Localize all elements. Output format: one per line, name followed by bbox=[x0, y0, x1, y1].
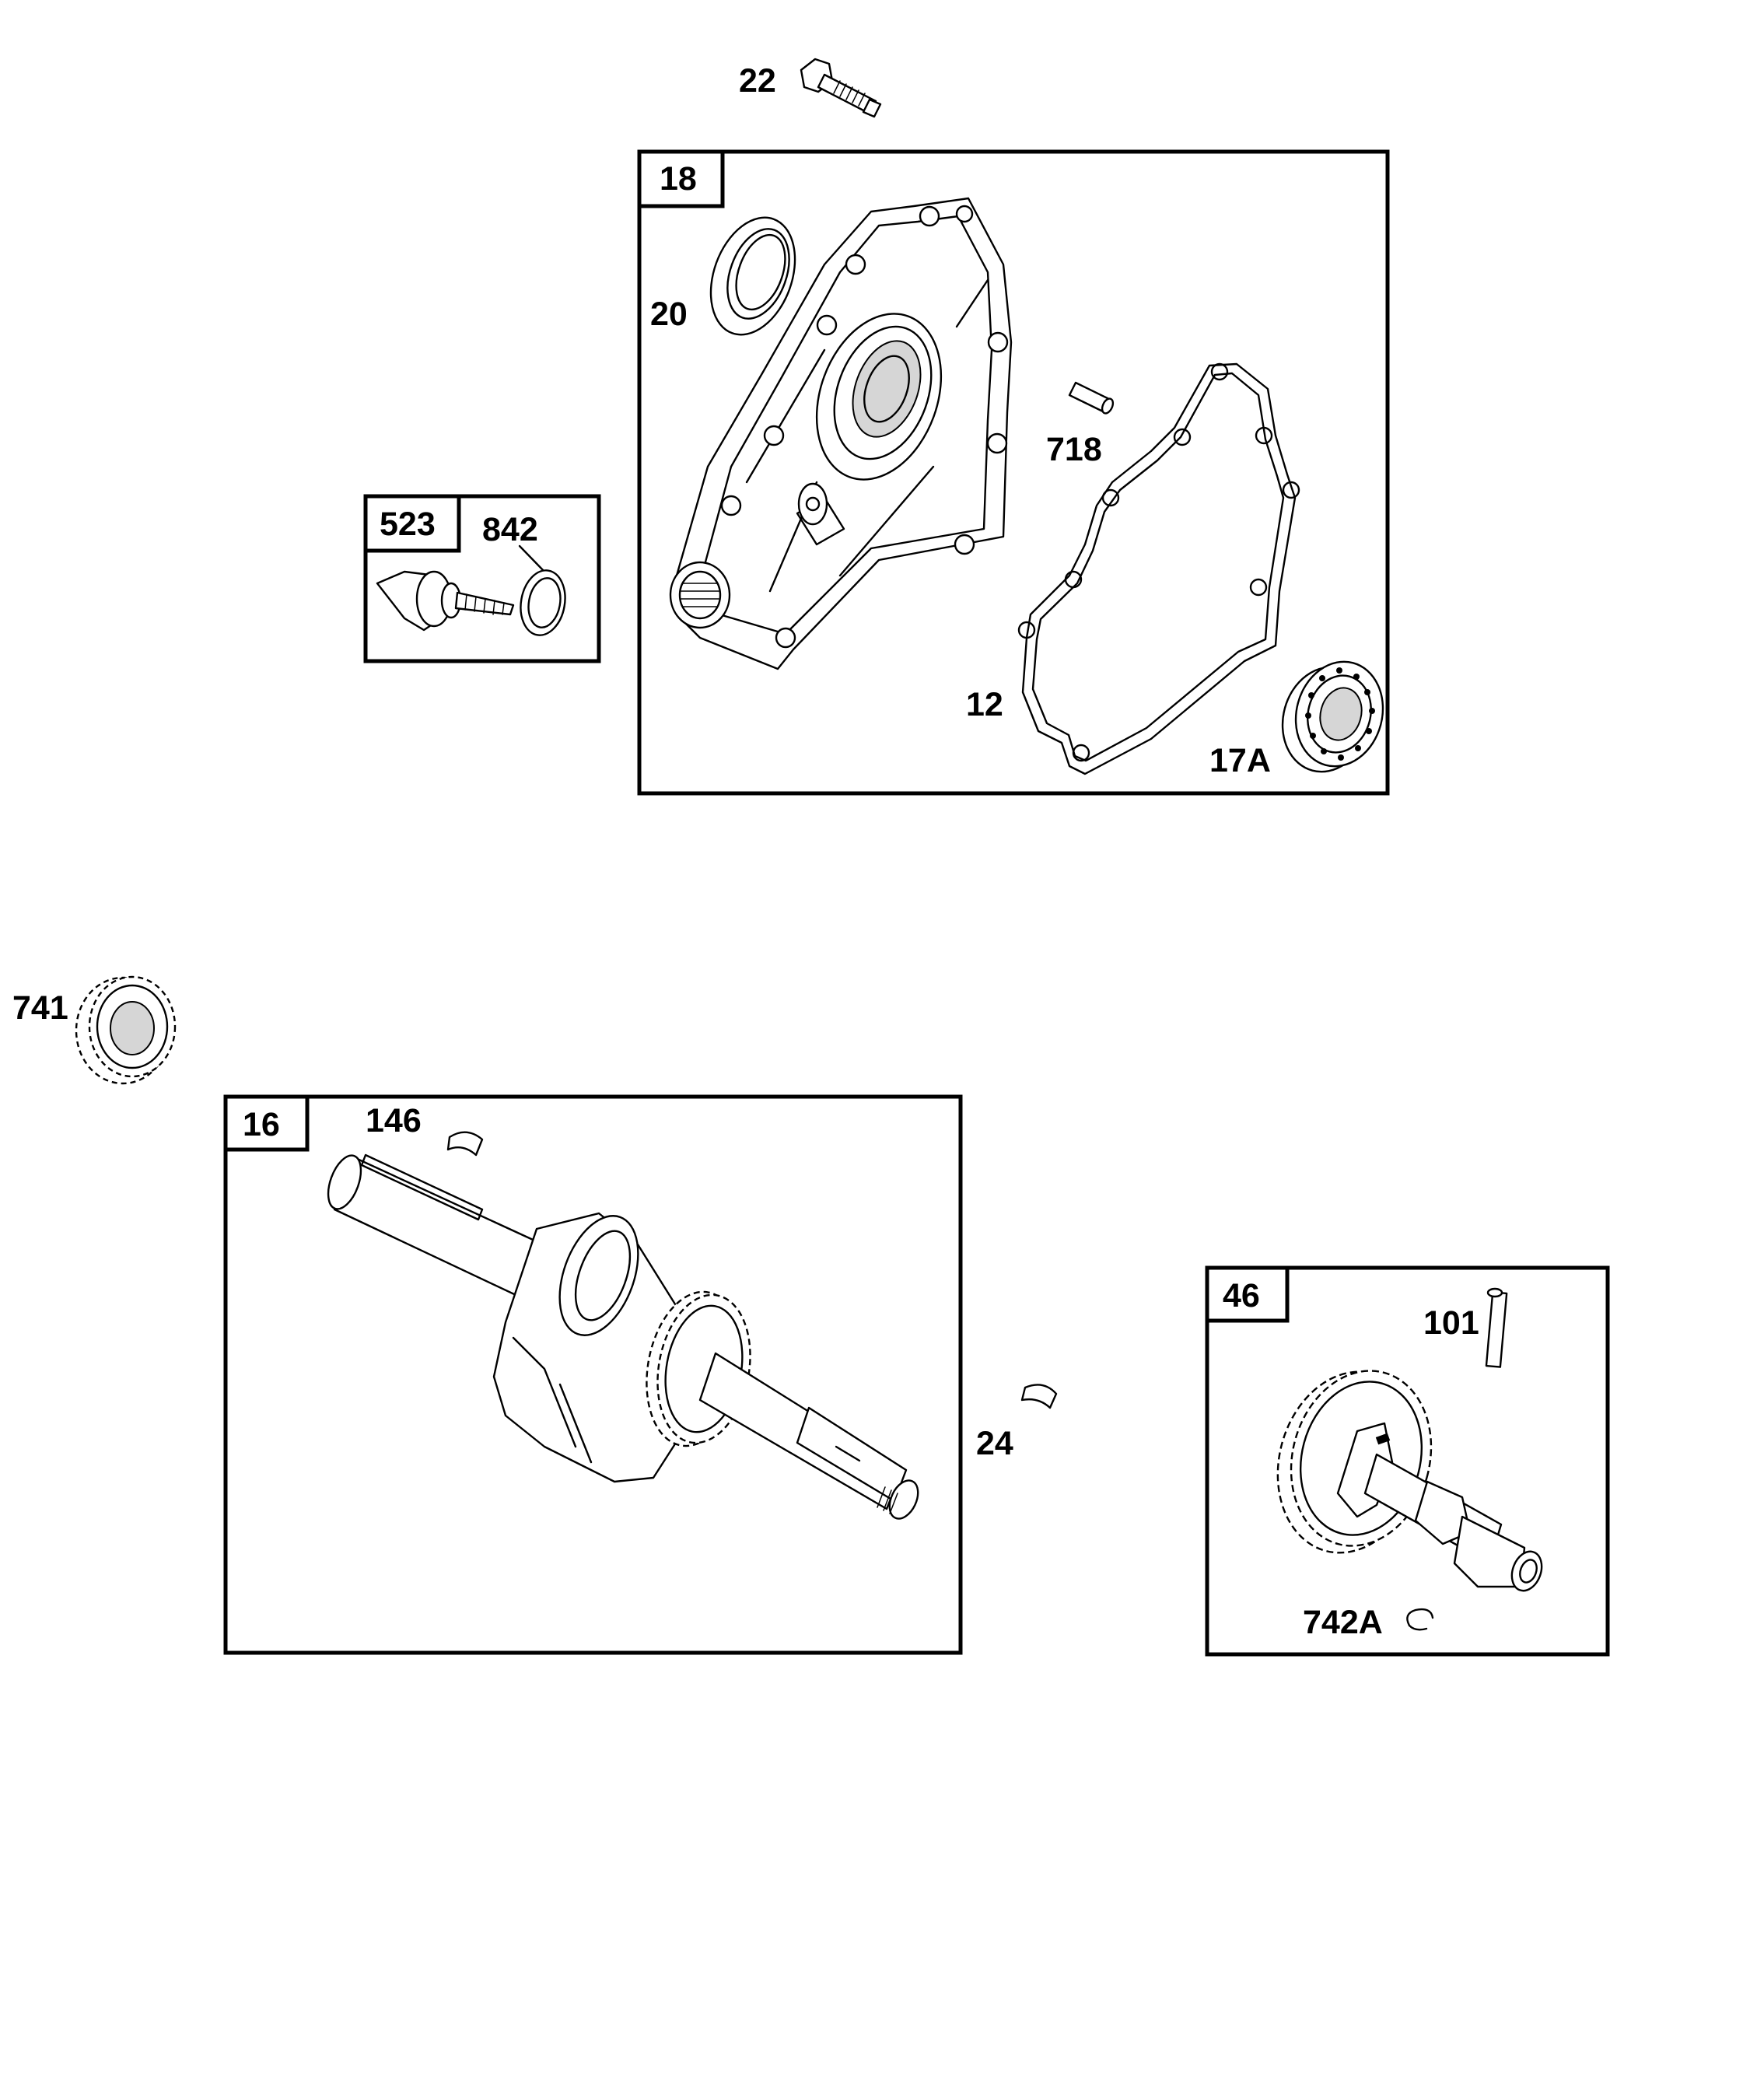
label-17A: 17A bbox=[1209, 742, 1271, 779]
label-46: 46 bbox=[1223, 1277, 1260, 1314]
kit-box-16 bbox=[223, 1094, 963, 1655]
label-146: 146 bbox=[366, 1102, 422, 1139]
dowel-pin-718[interactable] bbox=[1068, 381, 1115, 415]
oil-seal-20[interactable] bbox=[695, 206, 810, 347]
crankcase-cover[interactable] bbox=[669, 197, 1013, 670]
label-20: 20 bbox=[650, 296, 688, 333]
bolt-22[interactable] bbox=[800, 58, 882, 118]
label-16: 16 bbox=[243, 1106, 280, 1143]
label-12: 12 bbox=[966, 686, 1003, 723]
crankshaft-16[interactable] bbox=[322, 1151, 924, 1523]
label-24: 24 bbox=[976, 1425, 1013, 1462]
label-22: 22 bbox=[739, 62, 776, 100]
label-18: 18 bbox=[660, 160, 697, 198]
woodruff-key-24[interactable] bbox=[1020, 1384, 1058, 1409]
bearing-17A[interactable] bbox=[1271, 652, 1394, 782]
kit-box-18 bbox=[637, 149, 1390, 796]
pin-101[interactable] bbox=[1485, 1287, 1508, 1368]
label-718: 718 bbox=[1046, 431, 1102, 468]
label-101: 101 bbox=[1423, 1304, 1479, 1342]
label-741: 741 bbox=[12, 989, 68, 1027]
gasket-12[interactable] bbox=[1017, 362, 1300, 775]
drain-plug-523[interactable] bbox=[376, 570, 515, 632]
gear-741[interactable] bbox=[75, 975, 177, 1085]
retaining-ring-742A[interactable] bbox=[1406, 1608, 1434, 1631]
sealing-washer-842[interactable] bbox=[516, 567, 570, 639]
label-523: 523 bbox=[380, 506, 436, 543]
kit-box-46 bbox=[1205, 1265, 1610, 1657]
woodruff-key-146[interactable] bbox=[446, 1131, 484, 1157]
leader-842 bbox=[518, 544, 546, 573]
label-842: 842 bbox=[482, 511, 538, 548]
label-742A: 742A bbox=[1303, 1604, 1383, 1641]
camshaft-46[interactable] bbox=[1258, 1355, 1547, 1594]
kit-box-523 bbox=[363, 494, 601, 663]
